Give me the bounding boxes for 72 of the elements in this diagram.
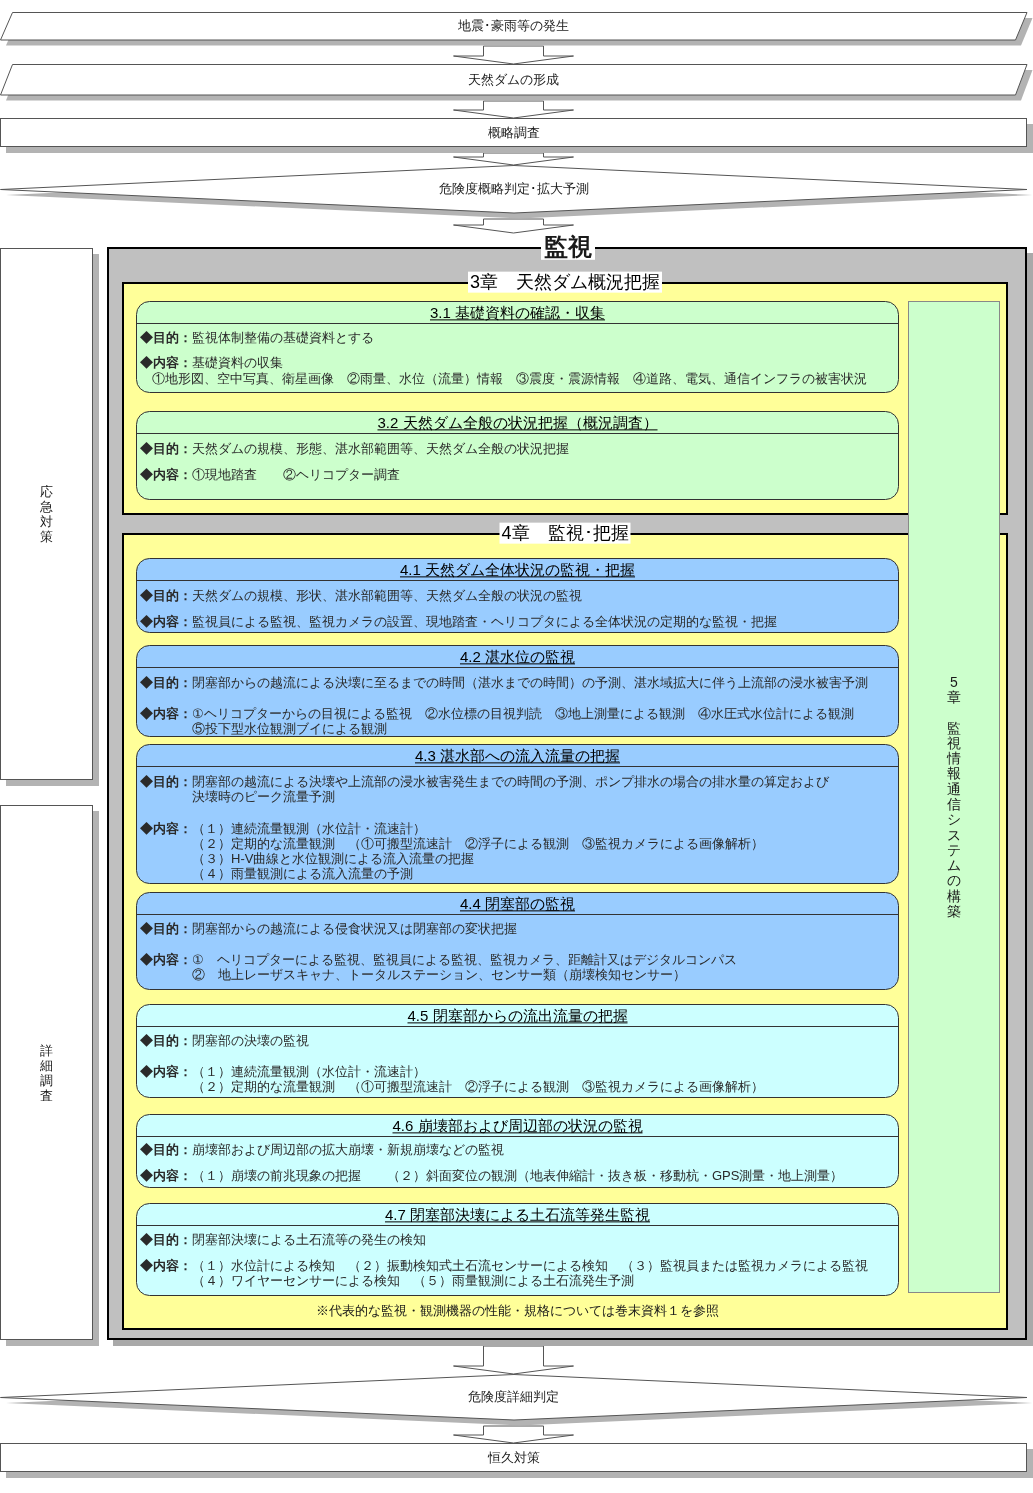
step-label: 地震･豪雨等の発生 [458, 18, 569, 34]
content-text: （２）定期的な流量観測 （①可搬型流速計 ②浮子による観測 ③監視カメラによる画像解析） [192, 835, 764, 851]
purpose-text: ◆目的：閉塞部の決壊の監視 [140, 1032, 309, 1048]
content-text: ⑤投下型水位観測ブイによる観測 [192, 720, 387, 736]
purpose-text: ◆目的：閉塞部からの越流による侵食状況又は閉塞部の変状把握 [140, 920, 517, 936]
content-text: ◆内容：（１）水位計による検知 （２）振動検知式土石流センサーによる検知 （３）監視員または監視カメラによる監視 [140, 1257, 868, 1273]
section-heading: 4.3 湛水部への流入流量の把握 [415, 746, 620, 765]
section-box [136, 558, 899, 633]
purpose-text: ◆目的：天然ダムの規模、形態、湛水部範囲等、天然ダム全般の状況把握 [140, 440, 569, 456]
purpose-text: ◆目的：閉塞部の越流による決壊や上流部の浸水被害発生までの時間の予測、ポンプ排水の場合の排水量の算定および決壊時のピーク流量予測 [140, 773, 830, 804]
section-heading: 3.2 天然ダム全般の状況把握（概況調査） [377, 413, 658, 432]
purpose-text: ◆目的：閉塞部からの越流による決壊に至るまでの時間（湛水までの時間）の予測、湛水域拡大に伴う上流部の浸水被害予測 [140, 674, 868, 690]
section-box [136, 301, 899, 393]
purpose-text: ◆目的：閉塞部決壊による土石流等の発生の検知 [140, 1231, 426, 1247]
block-arrow [453, 1425, 574, 1444]
section-heading: 4.6 崩壊部および周辺部の状況の監視 [392, 1116, 643, 1135]
block-arrow [453, 218, 574, 234]
content-text: （３）H-V曲線と水位観測による流入流量の把握 [192, 850, 475, 866]
purpose-text: ◆目的：天然ダムの規模、形状、湛水部範囲等、天然ダム全般の状況の監視 [140, 587, 582, 603]
block-arrow [453, 1345, 574, 1375]
side-column [908, 301, 1000, 1293]
footnote-text: ※代表的な監視・観測機器の性能・規格については巻末資料１を参照 [315, 1303, 719, 1319]
purpose-text: ◆目的：監視体制整備の基礎資料とする [140, 329, 374, 345]
parallelogram-band [0, 12, 1033, 46]
content-text: ①地形図、空中写真、衛星画像 ②雨量、水位（流量）情報 ③震度・震源情報 ④道路、電気、通信インフラの被害状況 [152, 370, 867, 386]
content-text: ◆内容：①現地踏査 ②ヘリコプター調査 [140, 466, 400, 482]
step-label: 危険度詳細判定 [468, 1389, 559, 1405]
purpose-text: ◆目的：崩壊部および周辺部の拡大崩壊・新規崩壊などの監視 [140, 1141, 504, 1157]
section-heading: 4.5 閉塞部からの流出流量の把握 [407, 1006, 628, 1025]
vertical-label: 詳細調査 [40, 1042, 53, 1103]
section-heading: 4.1 天然ダム全体状況の監視・把握 [400, 560, 635, 579]
content-text: （４）ワイヤーセンサーによる検知 （５）雨量観測による土石流発生予測 [192, 1272, 634, 1288]
content-text: ◆内容：①ヘリコプターからの目視による監視 ②水位標の目視判読 ③地上測量による観測 ④水圧式水位計による観測 [140, 705, 854, 721]
group-frame [107, 233, 1033, 1346]
chapter-title: 3章 天然ダム概況把握 [468, 271, 662, 293]
section-box [136, 744, 899, 884]
content-text: ◆内容：基礎資料の収集 [140, 354, 283, 370]
section-heading: 4.4 閉塞部の監視 [460, 894, 575, 913]
step-label: 概略調査 [487, 125, 540, 140]
step-label: 危険度概略判定･拡大予測 [438, 181, 589, 197]
section-box [136, 411, 899, 500]
vertical-label: 監視情報通信システムの構築 [947, 720, 961, 920]
vertical-label: 応急対策 [40, 484, 53, 544]
step-label: 天然ダムの形成 [468, 72, 559, 87]
parallelogram-band [0, 64, 1033, 101]
process-box [0, 1443, 1033, 1478]
process-box [0, 118, 1033, 153]
content-text: ◆内容：（１）連続流量観測（水位計・流速計） [140, 820, 426, 836]
section-heading: 4.2 湛水位の監視 [460, 647, 575, 666]
content-text: ◆内容：① ヘリコプターによる監視、監視員による監視、監視カメラ、距離計又はデジタルコンパス [140, 951, 737, 967]
section-heading: 3.1 基礎資料の確認・収集 [430, 303, 605, 322]
content-text: ◆内容：（１）連続流量観測（水位計・流速計） [140, 1063, 426, 1079]
block-arrow [453, 100, 574, 119]
content-text: （２）定期的な流量観測 （①可搬型流速計 ②浮子による観測 ③監視カメラによる画像解析） [192, 1078, 764, 1094]
section-box [136, 1004, 899, 1098]
side-box [0, 805, 99, 1346]
block-arrow [453, 152, 574, 166]
content-text: （４）雨量観測による流入流量の予測 [192, 865, 413, 881]
section-heading: 4.7 閉塞部決壊による土石流等発生監視 [385, 1205, 650, 1224]
content-text: ◆内容：監視員による監視、監視カメラの設置、現地踏査・ヘリコプタによる全体状況の定期的な監視・把握 [140, 613, 777, 629]
section-box [136, 645, 899, 737]
frame-title: 監視 [541, 233, 595, 261]
side-box [0, 248, 99, 786]
content-text: ◆内容：（１）崩壊の前兆現象の把握 （２）斜面変位の観測（地表伸縮計・抜き板・移動杭・GPS測量・地上測量） [140, 1167, 844, 1183]
step-label: 恒久対策 [487, 1450, 540, 1465]
section-box [136, 1203, 899, 1296]
chapter-title: 4章 監視･把握 [499, 522, 631, 544]
section-box [136, 892, 899, 990]
block-arrow [453, 45, 574, 65]
section-box [136, 1114, 899, 1188]
content-text: ② 地上レーザスキャナ、トータルステーション、センサー類（崩壊検知センサー） [192, 966, 686, 982]
vertical-label: 5章 [947, 674, 961, 706]
